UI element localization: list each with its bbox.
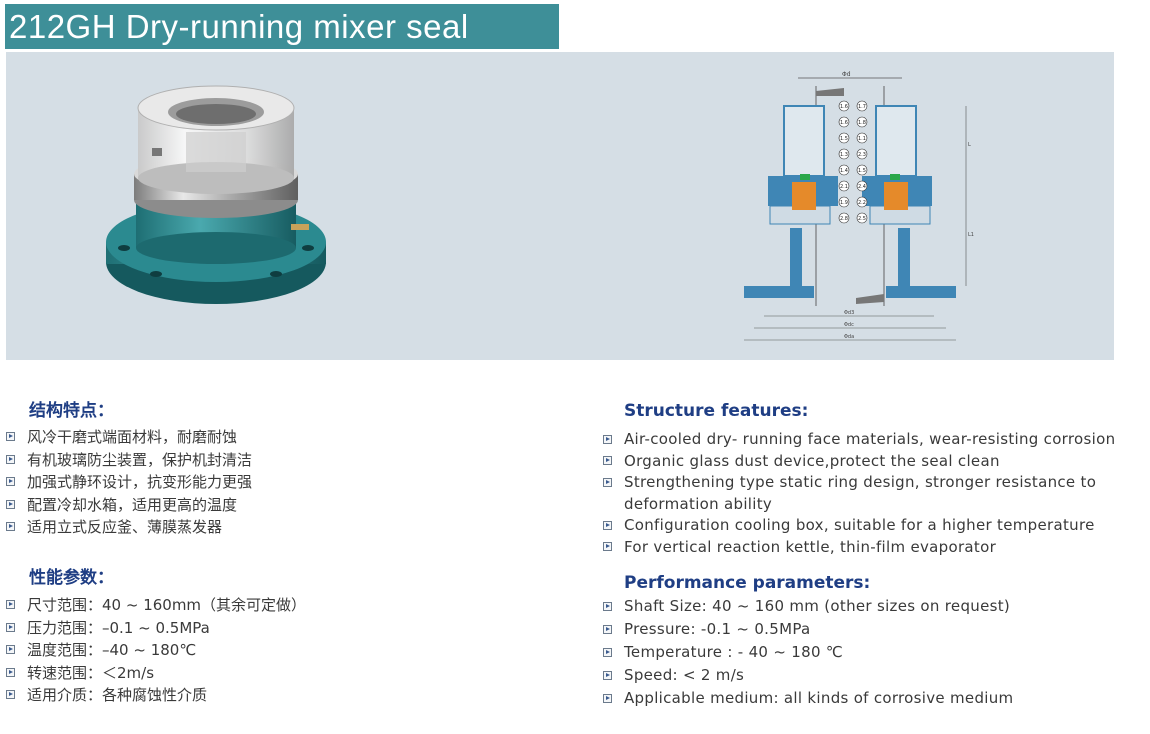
bullet-icon — [6, 622, 15, 632]
list-item: Applicable medium: all kinds of corrosiv… — [602, 687, 1142, 710]
part-number: 2.8 — [840, 216, 848, 222]
dim-bottom-label: Φdc — [844, 322, 854, 328]
list-item: Pressure: -0.1 ~ 0.5MPa — [602, 618, 1142, 641]
list-item: 有机玻璃防尘装置，保护机封清洁 — [5, 449, 252, 472]
cross-section-drawing: Φd 1.6 1.6 1.5 1.3 — [744, 71, 974, 341]
bullet-icon — [603, 601, 612, 611]
cn-structure-list: 风冷干磨式端面材料，耐磨耐蚀 有机玻璃防尘装置，保护机封清洁 加强式静环设计，抗… — [5, 426, 252, 539]
part-number: 1.1 — [858, 136, 866, 142]
list-item: 压力范围：–0.1 ~ 0.5MPa — [5, 617, 306, 640]
list-item: Air-cooled dry- running face materials, … — [602, 429, 1142, 451]
list-item: 尺寸范围：40 ~ 160mm（其余可定做） — [5, 594, 306, 617]
dim-side-label: L1 — [968, 232, 974, 238]
list-item: Organic glass dust device,protect the se… — [602, 451, 1142, 473]
en-structure-list: Air-cooled dry- running face materials, … — [602, 429, 1142, 558]
bullet-icon — [6, 645, 15, 655]
part-number: 1.6 — [840, 104, 848, 110]
part-number: 1.9 — [840, 200, 848, 206]
dim-top-label: Φd — [842, 71, 851, 78]
bullet-icon — [603, 647, 612, 657]
part-number: 1.7 — [858, 104, 866, 110]
en-structure-heading: Structure features: — [624, 401, 809, 421]
bullet-icon — [603, 478, 612, 487]
bullet-icon — [6, 477, 15, 487]
part-number: 1.3 — [840, 152, 848, 158]
product-image-panel: Φd 1.6 1.6 1.5 1.3 — [6, 52, 1114, 360]
bullet-icon — [6, 522, 15, 532]
list-item: 适用介质：各种腐蚀性介质 — [5, 684, 306, 707]
list-item: Configuration cooling box, suitable for … — [602, 515, 1142, 537]
bullet-icon — [603, 520, 612, 530]
part-number: 2.4 — [858, 184, 866, 190]
part-number: 1.5 — [840, 136, 848, 142]
part-number: 2.5 — [858, 216, 866, 222]
part-number: 1.5 — [858, 168, 866, 174]
list-item: Speed: < 2 m/s — [602, 664, 1142, 687]
bullet-icon — [6, 432, 15, 442]
list-item: Temperature : - 40 ~ 180 ℃ — [602, 641, 1142, 664]
part-number: 2.2 — [858, 200, 866, 206]
dim-bottom-label: Φda — [844, 334, 854, 340]
dim-side-label: L — [968, 142, 971, 148]
bullet-icon — [6, 600, 15, 610]
dim-bottom-label: Φd3 — [844, 310, 854, 316]
bullet-icon — [603, 456, 612, 466]
bullet-icon — [6, 499, 15, 509]
en-performance-list: Shaft Size: 40 ~ 160 mm (other sizes on … — [602, 595, 1142, 710]
list-item: 配置冷却水箱，适用更高的温度 — [5, 494, 252, 517]
part-number: 1.4 — [840, 168, 848, 174]
page-title: 212GH Dry-running mixer seal — [5, 4, 559, 49]
list-item: Strengthening type static ring design, s… — [602, 472, 1104, 515]
part-number: 1.8 — [858, 120, 866, 126]
bullet-icon — [6, 667, 15, 677]
list-item: 适用立式反应釜、薄膜蒸发器 — [5, 516, 252, 539]
part-number: 2.3 — [858, 152, 866, 158]
bullet-icon — [603, 434, 612, 444]
list-item: 加强式静环设计，抗变形能力更强 — [5, 471, 252, 494]
list-item: For vertical reaction kettle, thin-film … — [602, 537, 1142, 559]
cn-structure-heading: 结构特点： — [29, 401, 114, 421]
list-item: 转速范围：＜2m/s — [5, 662, 306, 685]
bullet-icon — [6, 690, 15, 700]
part-number: 2.1 — [840, 184, 848, 190]
list-item: 风冷干磨式端面材料，耐磨耐蚀 — [5, 426, 252, 449]
part-number: 1.6 — [840, 120, 848, 126]
bullet-icon — [603, 693, 612, 703]
bullet-icon — [603, 670, 612, 680]
bullet-icon — [603, 624, 612, 634]
cn-performance-heading: 性能参数： — [29, 568, 114, 588]
product-photo — [106, 85, 326, 304]
cn-performance-list: 尺寸范围：40 ~ 160mm（其余可定做） 压力范围：–0.1 ~ 0.5MP… — [5, 594, 306, 707]
bullet-icon — [603, 542, 612, 552]
en-performance-heading: Performance parameters: — [624, 573, 871, 593]
list-item: Shaft Size: 40 ~ 160 mm (other sizes on … — [602, 595, 1142, 618]
bullet-icon — [6, 454, 15, 464]
list-item: 温度范围：–40 ~ 180℃ — [5, 639, 306, 662]
